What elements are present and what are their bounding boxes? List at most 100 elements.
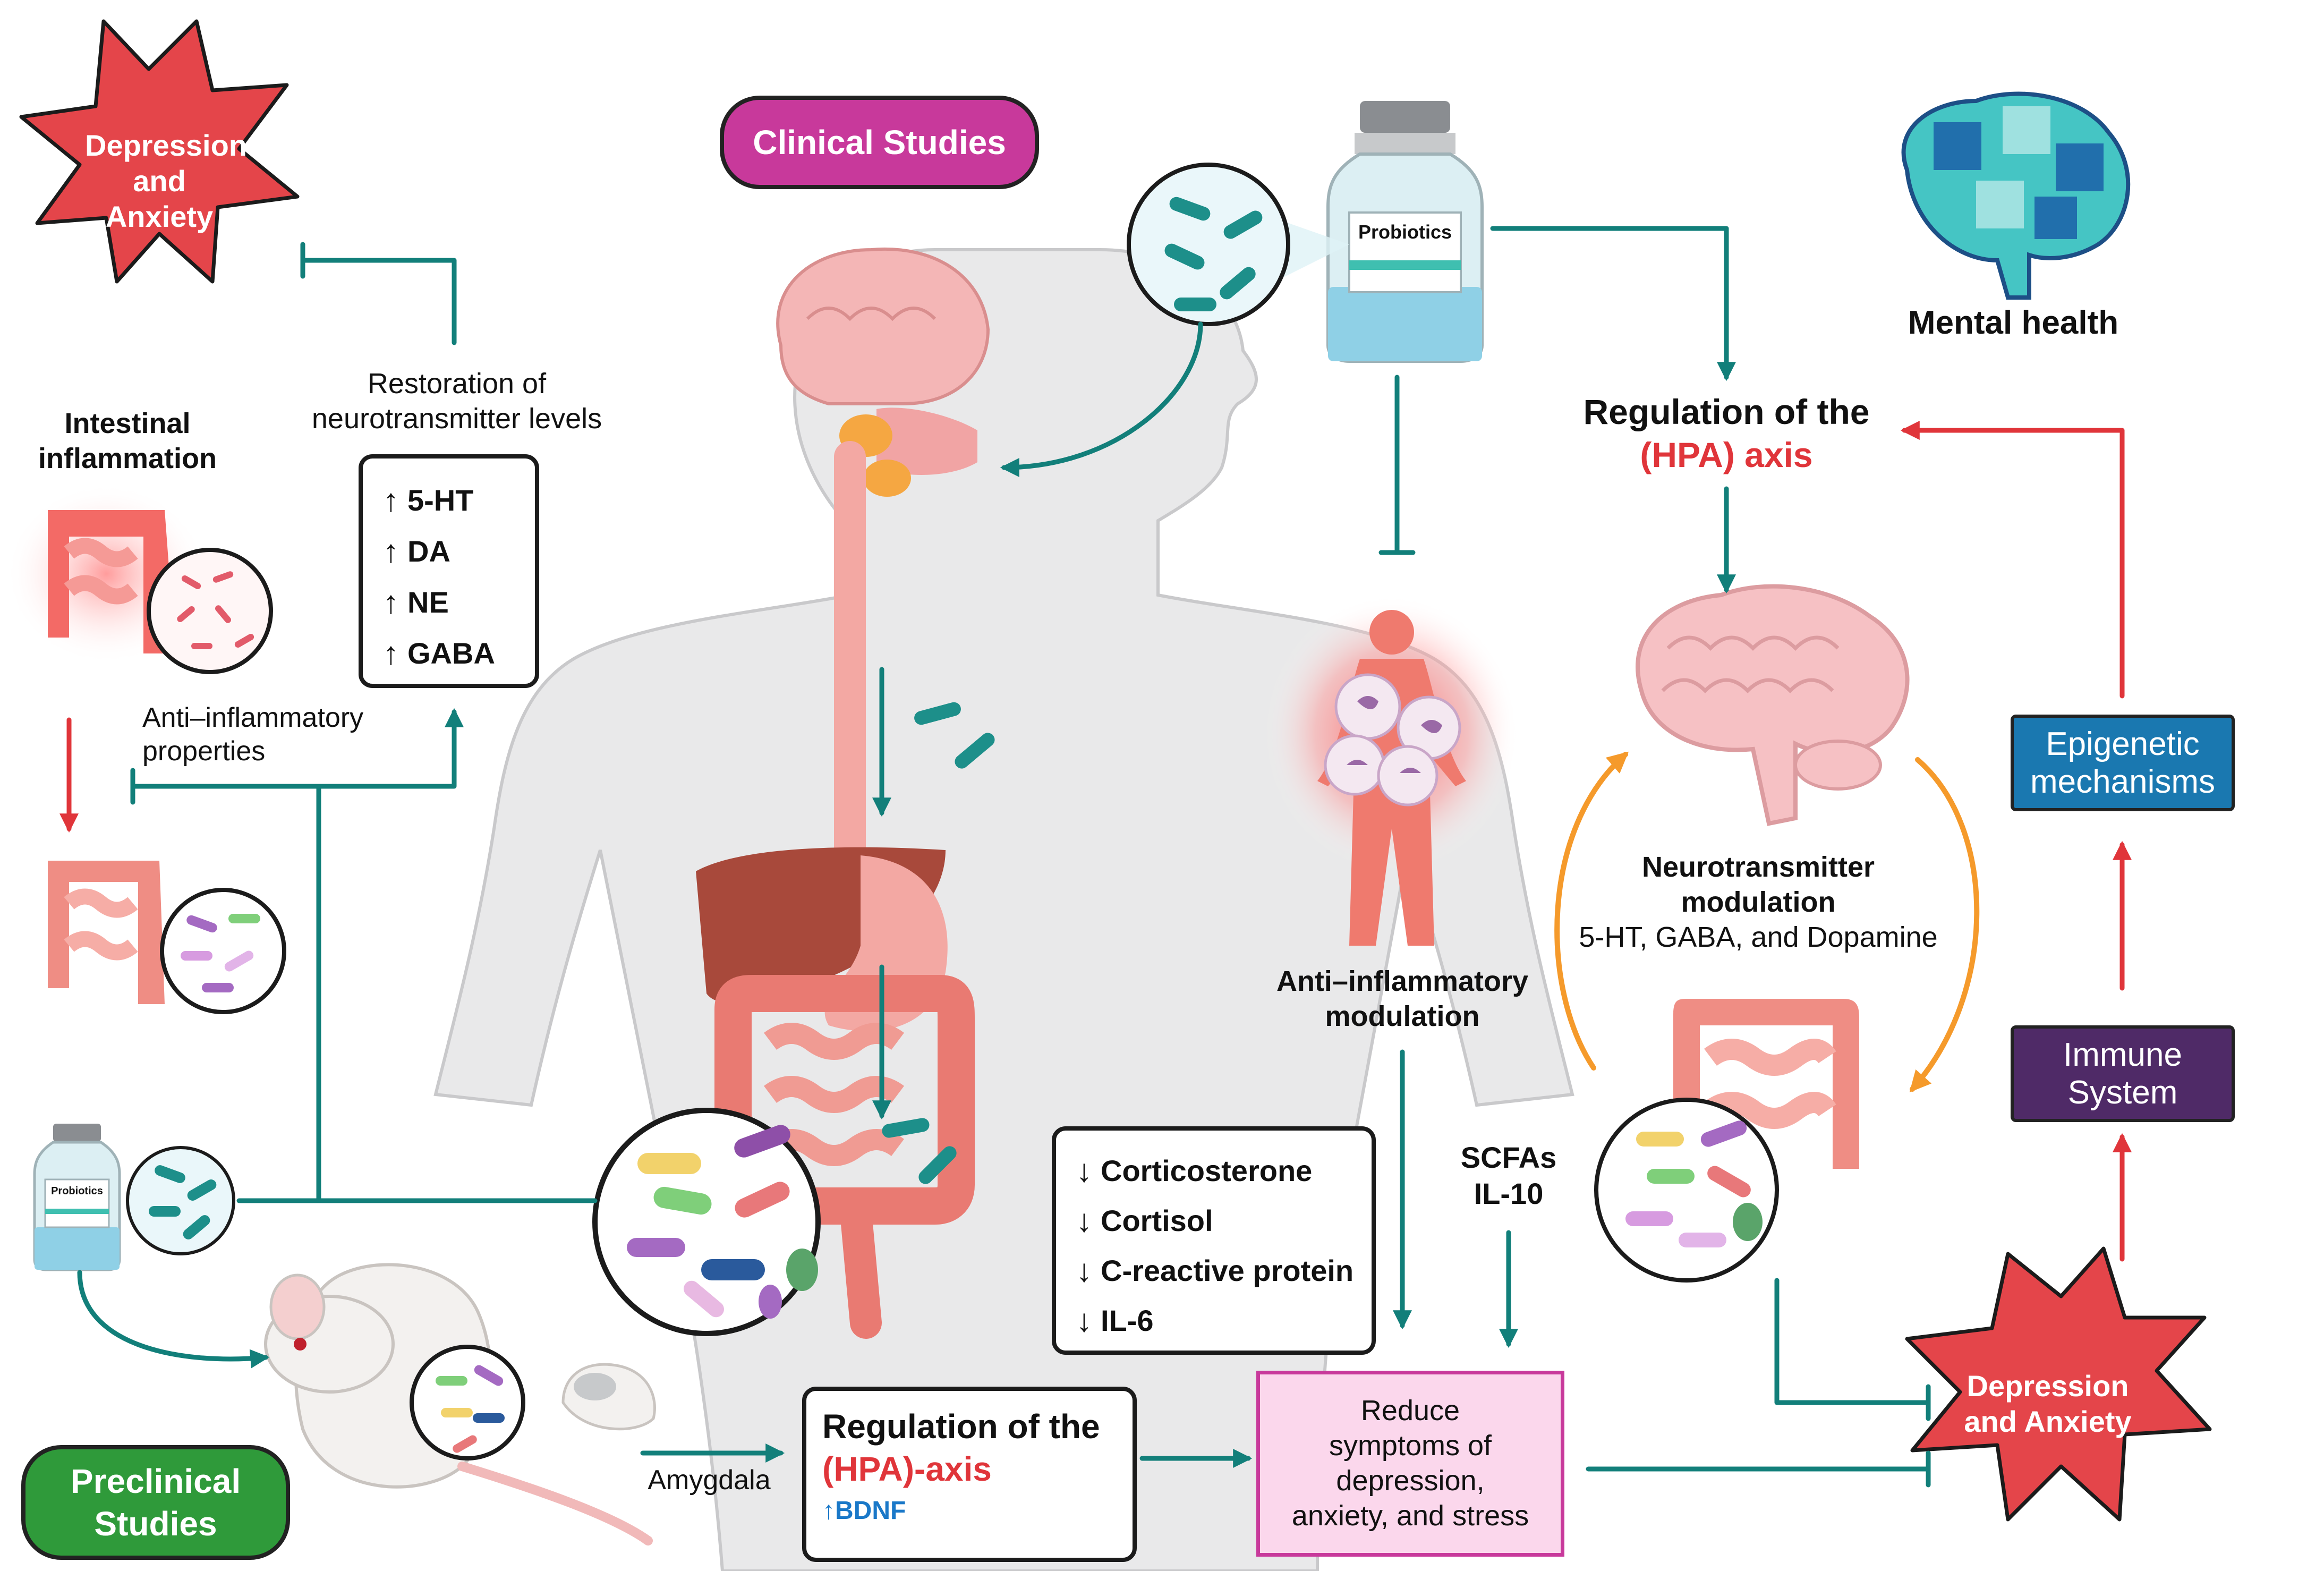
marker-crp: C-reactive protein	[1101, 1253, 1354, 1287]
down-arrow-icon: ↓	[1076, 1202, 1092, 1238]
epigenetic-mechanisms-box: Epigenetic mechanisms	[2011, 715, 2235, 811]
marker-row-crp: ↓ C-reactive protein	[1072, 1245, 1372, 1295]
reduce-line4: anxiety, and stress	[1291, 1499, 1529, 1532]
marker-il6: IL-6	[1101, 1303, 1154, 1337]
depression-starburst-right	[1905, 1246, 2212, 1522]
nt-mod-line2: modulation	[1681, 886, 1836, 918]
immune-line2: System	[2067, 1074, 2178, 1111]
nt-mod-line1: Neurotransmitter	[1641, 851, 1875, 883]
reduce-line2: symptoms of	[1329, 1430, 1492, 1462]
bdnf-label: BDNF	[835, 1497, 906, 1525]
inflammation-human-figure	[1264, 595, 1519, 946]
depression-right-line2: and Anxiety	[1964, 1405, 2132, 1439]
preclinical-label-line1: Preclinical	[70, 1462, 241, 1500]
anti-props-line2: properties	[142, 736, 266, 767]
up-arrow-icon: ↑	[383, 533, 399, 569]
down-arrow-icon: ↓	[1076, 1302, 1092, 1338]
amygdala-label: Amygdala	[648, 1465, 771, 1496]
marker-corticosterone: Corticosterone	[1101, 1153, 1313, 1187]
preclinical-studies-badge: Preclinical Studies	[21, 1445, 290, 1560]
regulation-hpa-top-label: Regulation of the (HPA) axis	[1530, 390, 1923, 476]
up-arrow-icon: ↑	[383, 635, 399, 671]
intestinal-inflammation-label: Intestinal inflammation	[11, 406, 244, 477]
regulation-top-line2: (HPA) axis	[1640, 435, 1813, 474]
biomarkers-box: ↓ Corticosterone ↓ Cortisol ↓ C-reactive…	[1052, 1126, 1376, 1355]
regulation-bottom-line2: (HPA)-axis	[822, 1450, 992, 1488]
immune-system-box: Immune System	[2011, 1025, 2235, 1122]
anti-inflammatory-modulation-label: Anti–inflammatory modulation	[1238, 964, 1567, 1034]
inhibit-restoration-to-depression	[300, 258, 457, 345]
nt-row-5ht: ↑ 5-HT	[379, 474, 535, 525]
mouse-illustration	[264, 1263, 656, 1545]
neurotransmitter-modulation-label: Neurotransmitter modulation 5-HT, GABA, …	[1562, 850, 1955, 955]
inhibit-intestine-to-depression	[1774, 1278, 1931, 1405]
marker-cortisol: Cortisol	[1101, 1203, 1213, 1237]
up-arrow-icon: ↑	[822, 1497, 835, 1525]
nt-gaba: GABA	[407, 636, 495, 670]
anti-mod-line2: modulation	[1325, 1000, 1480, 1032]
arrow-probiotics-to-hpa	[1490, 226, 1736, 381]
neurotransmitter-levels-box: ↑ 5-HT ↑ DA ↑ NE ↑ GABA	[359, 454, 539, 688]
scfas-il10-label: SCFAs IL-10	[1445, 1140, 1572, 1212]
marker-row-cortisol: ↓ Cortisol	[1072, 1195, 1372, 1245]
down-arrow-icon: ↓	[1076, 1252, 1092, 1288]
restoration-label: Restoration of neurotransmitter levels	[276, 367, 637, 437]
arrow-vial-to-mouse	[77, 1270, 270, 1369]
arrow-to-restoration	[316, 708, 464, 789]
probiotics-vial-left	[33, 1124, 121, 1271]
regulation-hpa-bottom-box: Regulation of the (HPA)-axis ↑BDNF	[802, 1387, 1137, 1562]
probiotics-zoom-circle	[1127, 163, 1290, 326]
depression-right-line1: Depression	[1967, 1369, 2129, 1403]
probiotics-vial-top	[1243, 101, 1484, 363]
depression-top-line2: and Anxiety	[105, 164, 214, 234]
nt-ne: NE	[407, 585, 449, 619]
clinical-studies-badge: Clinical Studies	[720, 96, 1039, 189]
restoration-line1: Restoration of	[367, 368, 547, 400]
marker-row-corticosterone: ↓ Corticosterone	[1072, 1145, 1372, 1195]
depression-starburst-top	[19, 19, 300, 284]
clinical-studies-label: Clinical Studies	[753, 123, 1006, 162]
probiotics-vial-label-small: Probiotics	[51, 1185, 103, 1197]
brain-illustration-right	[1636, 584, 1910, 826]
reduce-line1: Reduce	[1360, 1395, 1460, 1427]
intestinal-line1: Intestinal	[64, 407, 191, 439]
up-arrow-icon: ↑	[383, 584, 399, 620]
nt-5ht: 5-HT	[407, 483, 474, 517]
probiotics-zoom-circle-small	[126, 1146, 235, 1255]
nt-row-gaba: ↑ GABA	[379, 627, 535, 678]
probiotics-vial-label: Probiotics	[1358, 221, 1452, 243]
depression-anxiety-top-label: Depression and Anxiety	[85, 128, 247, 235]
nt-row-ne: ↑ NE	[379, 576, 535, 627]
puzzle-brain-illustration	[1901, 91, 2131, 300]
restoration-line2: neurotransmitter levels	[311, 402, 602, 435]
marker-row-il6: ↓ IL-6	[1072, 1295, 1372, 1345]
nt-row-da: ↑ DA	[379, 525, 535, 576]
anti-inflammatory-properties-label: Anti–inflammatory properties	[142, 701, 419, 769]
intestine-illustration-right	[1594, 999, 1859, 1283]
intestinal-line2: inflammation	[38, 442, 217, 474]
up-arrow-icon: ↑	[383, 482, 399, 518]
gut-microbiota-circle	[592, 1108, 821, 1336]
down-arrow-icon: ↓	[1076, 1152, 1092, 1188]
reduce-line3: depression,	[1336, 1465, 1485, 1497]
epigenetic-line1: Epigenetic	[2046, 725, 2200, 762]
anti-props-line1: Anti–inflammatory	[142, 702, 364, 733]
regulation-top-line1: Regulation of the	[1583, 392, 1870, 431]
reduce-symptoms-box: Reduce symptoms of depression, anxiety, …	[1256, 1371, 1564, 1557]
scfas-line1: SCFAs	[1460, 1141, 1557, 1174]
anti-mod-line1: Anti–inflammatory	[1276, 965, 1529, 997]
inflamed-intestine-illustration	[5, 483, 273, 674]
bdnf-row: ↑BDNF	[822, 1496, 1133, 1525]
depression-anxiety-right-label: Depression and Anxiety	[1904, 1368, 2191, 1439]
preclinical-label-line2: Studies	[94, 1505, 217, 1543]
regulation-bottom-line1: Regulation of the	[822, 1407, 1100, 1446]
epigenetic-line2: mechanisms	[2030, 763, 2215, 800]
scfas-line2: IL-10	[1474, 1177, 1544, 1211]
immune-line1: Immune	[2063, 1036, 2182, 1073]
healthy-intestine-illustration-left	[48, 861, 286, 1014]
mental-health-label: Mental health	[1908, 304, 2119, 341]
nt-da: DA	[407, 534, 450, 568]
arrow-probiotics-to-mouth	[1000, 321, 1203, 477]
depression-top-line1: Depression	[85, 129, 247, 162]
nt-mod-line3: 5-HT, GABA, and Dopamine	[1579, 921, 1938, 953]
